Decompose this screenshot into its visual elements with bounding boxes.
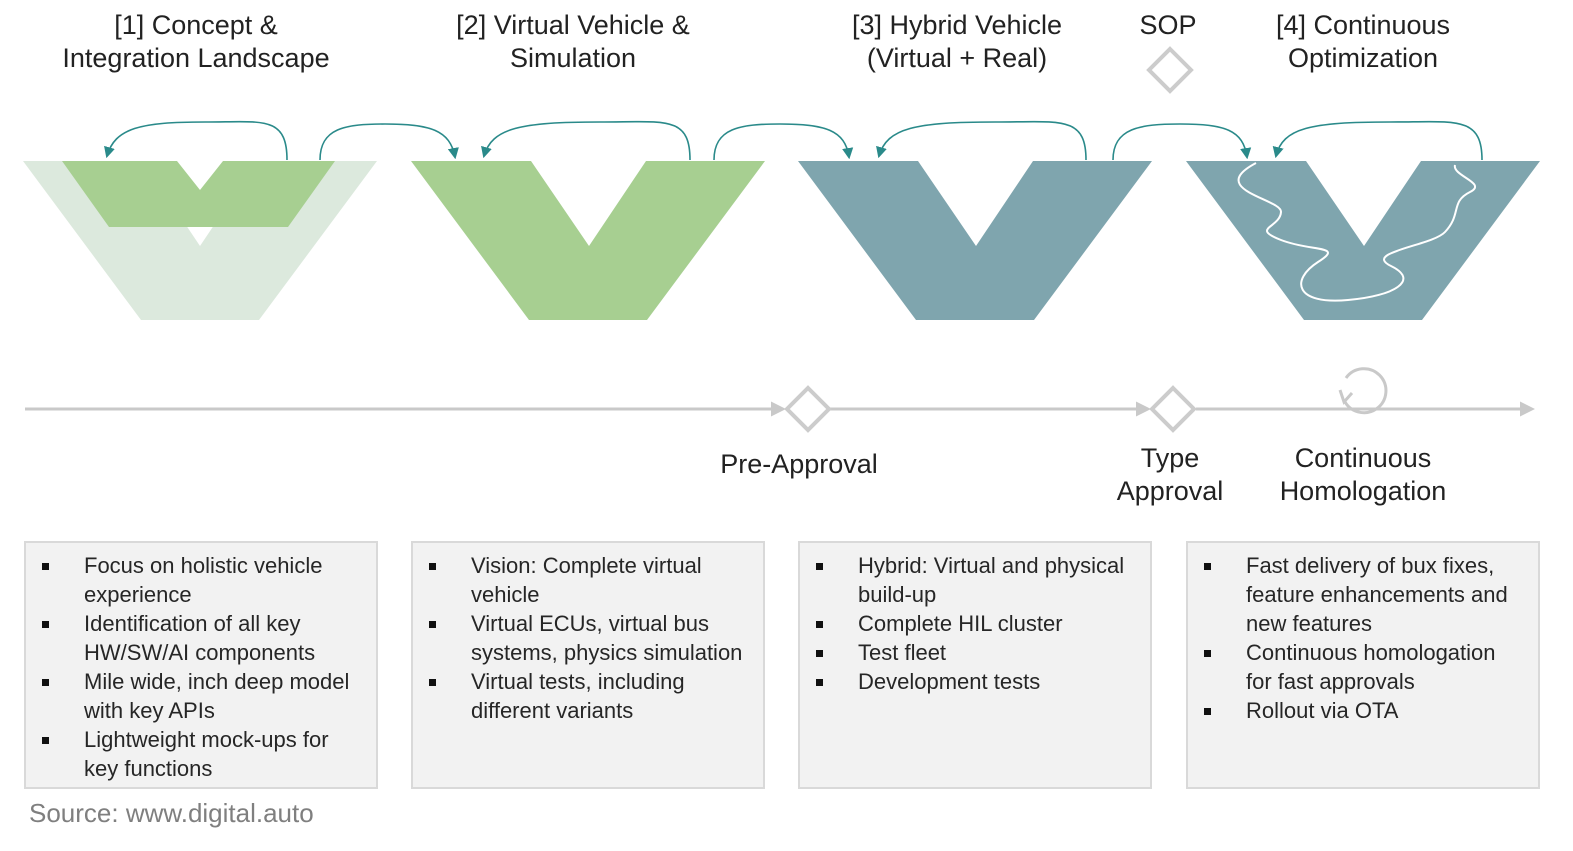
phase-1-bullets: Focus on holistic vehicle experience Ide… [26, 543, 376, 783]
phase-3-box: Hybrid: Virtual and physical build-up Co… [798, 541, 1152, 789]
phase-2-v-shape [411, 161, 765, 320]
list-item: Development tests [800, 667, 1136, 696]
list-item: Hybrid: Virtual and physical build-up [800, 551, 1136, 609]
phase-1-title: [1] Concept & Integration Landscape [62, 10, 330, 73]
phase-1-box: Focus on holistic vehicle experience Ide… [24, 541, 378, 789]
list-item: Lightweight mock-ups for key functions [26, 725, 362, 783]
phase-4-box: Fast delivery of bux fixes, feature enha… [1186, 541, 1540, 789]
list-item: Continuous homologation for fast approva… [1188, 638, 1524, 696]
phase-3-bullets: Hybrid: Virtual and physical build-up Co… [800, 543, 1150, 696]
list-item: Mile wide, inch deep model with key APIs [26, 667, 362, 725]
continuous-homologation-label: Continuous Homologation [1279, 443, 1447, 506]
list-item: Test fleet [800, 638, 1136, 667]
list-item: Vision: Complete virtual vehicle [413, 551, 749, 609]
list-item: Virtual tests, including different varia… [413, 667, 749, 725]
phase-3-title: [3] Hybrid Vehicle (Virtual + Real) [851, 10, 1063, 73]
phase-2-bullets: Vision: Complete virtual vehicle Virtual… [413, 543, 763, 725]
phase-4-title: [4] Continuous Optimization [1275, 10, 1451, 73]
phase-3-v-shape [798, 161, 1152, 320]
phase-1-v-shape [23, 161, 377, 320]
list-item: Identification of all key HW/SW/AI compo… [26, 609, 362, 667]
sop-diamond-icon [1146, 46, 1194, 94]
phase-2-box: Vision: Complete virtual vehicle Virtual… [411, 541, 765, 789]
phase-2-title: [2] Virtual Vehicle & Simulation [456, 10, 690, 73]
list-item: Focus on holistic vehicle experience [26, 551, 362, 609]
pre-approval-label: Pre-Approval [720, 449, 878, 479]
type-approval-label: Type Approval [1116, 443, 1224, 506]
iteration-arrows [104, 120, 1483, 161]
sop-label: SOP [1139, 10, 1197, 40]
phase-4-v-shape [1186, 161, 1540, 320]
list-item: Complete HIL cluster [800, 609, 1136, 638]
phase-4-bullets: Fast delivery of bux fixes, feature enha… [1188, 543, 1538, 725]
source-caption: Source: www.digital.auto [29, 798, 314, 828]
list-item: Rollout via OTA [1188, 696, 1524, 725]
refresh-cycle-icon [1338, 367, 1388, 415]
list-item: Virtual ECUs, virtual bus systems, physi… [413, 609, 749, 667]
type-approval-diamond-icon [1149, 385, 1197, 433]
list-item: Fast delivery of bux fixes, feature enha… [1188, 551, 1524, 638]
pre-approval-diamond-icon [784, 385, 832, 433]
